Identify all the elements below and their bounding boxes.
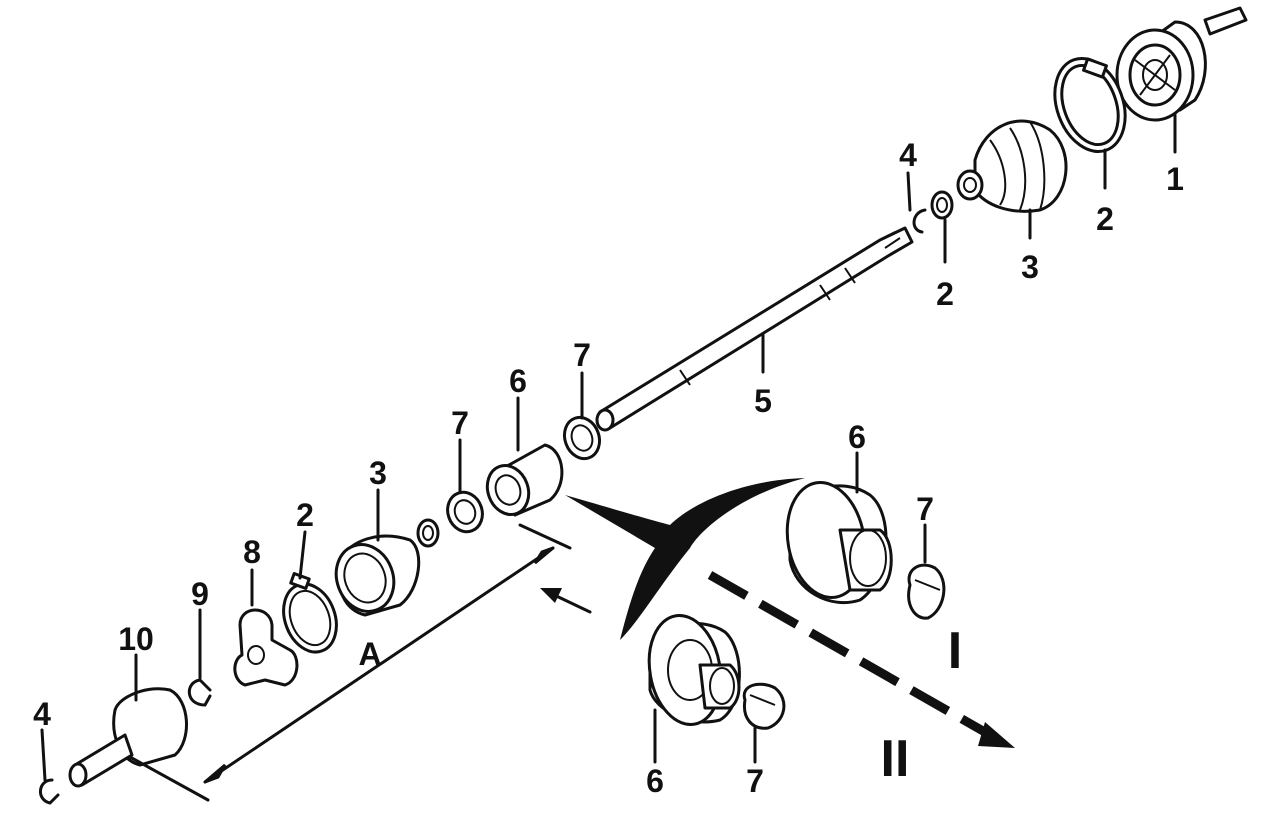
label-1: 1	[1166, 161, 1184, 197]
inner-joint	[68, 687, 188, 788]
dimension-a-line	[128, 523, 572, 802]
tripod	[233, 608, 299, 687]
retaining-ring-outer	[912, 208, 927, 234]
ring-right	[562, 415, 602, 461]
label-variant-ii: II	[881, 730, 910, 788]
detail-i-ring	[907, 563, 946, 620]
outer-boot-clamp	[1053, 57, 1127, 153]
inner-boot-clamp	[282, 572, 338, 654]
label-4-outer-ring: 4	[899, 137, 917, 173]
label-7-detail-ii: 7	[746, 763, 764, 799]
label-2-outer-clamp: 2	[1096, 201, 1114, 237]
label-4-end-ring: 4	[33, 696, 51, 732]
detail-ii-ring	[742, 682, 786, 730]
outer-boot	[956, 119, 1068, 213]
label-7-detail-i: 7	[916, 491, 934, 527]
outer-cv-joint	[1115, 6, 1248, 122]
label-6-housing: 6	[509, 363, 527, 399]
label-7-ring-left: 7	[451, 405, 469, 441]
label-10-inner-joint: 10	[118, 621, 154, 657]
detail-ii-housing	[647, 613, 741, 727]
end-retaining-ring	[39, 778, 60, 805]
callout-labels: 1 2 2 4 3 5 6 7 7 3 2 8 9 10 4 A 6 7 6 7…	[33, 137, 1184, 799]
label-7-ring-right: 7	[573, 337, 591, 373]
ring-left	[446, 490, 484, 534]
leader-lines	[40, 113, 1177, 782]
label-6-detail-i: 6	[848, 419, 866, 455]
inner-boot	[334, 534, 421, 617]
joint-housing	[485, 443, 564, 517]
small-clamp-inner	[416, 518, 440, 548]
small-boot-clamp	[930, 190, 954, 220]
label-variant-i: I	[948, 622, 962, 680]
drive-shaft	[595, 226, 914, 432]
label-2-small-clamp: 2	[936, 276, 954, 312]
label-6-detail-ii: 6	[646, 763, 664, 799]
label-8-tripod: 8	[243, 534, 261, 570]
label-5-shaft: 5	[754, 383, 772, 419]
label-2-inner-clamp: 2	[296, 497, 314, 533]
arrow-left	[540, 588, 592, 614]
detail-i-housing	[785, 481, 893, 605]
label-dimension-a: A	[358, 636, 381, 672]
label-3-inner-boot: 3	[369, 455, 387, 491]
circlip	[187, 678, 212, 707]
label-3-outer-boot: 3	[1021, 249, 1039, 285]
label-9-circlip: 9	[191, 576, 209, 612]
dashed-arrow	[707, 571, 1015, 748]
detail-swoosh	[565, 478, 805, 640]
